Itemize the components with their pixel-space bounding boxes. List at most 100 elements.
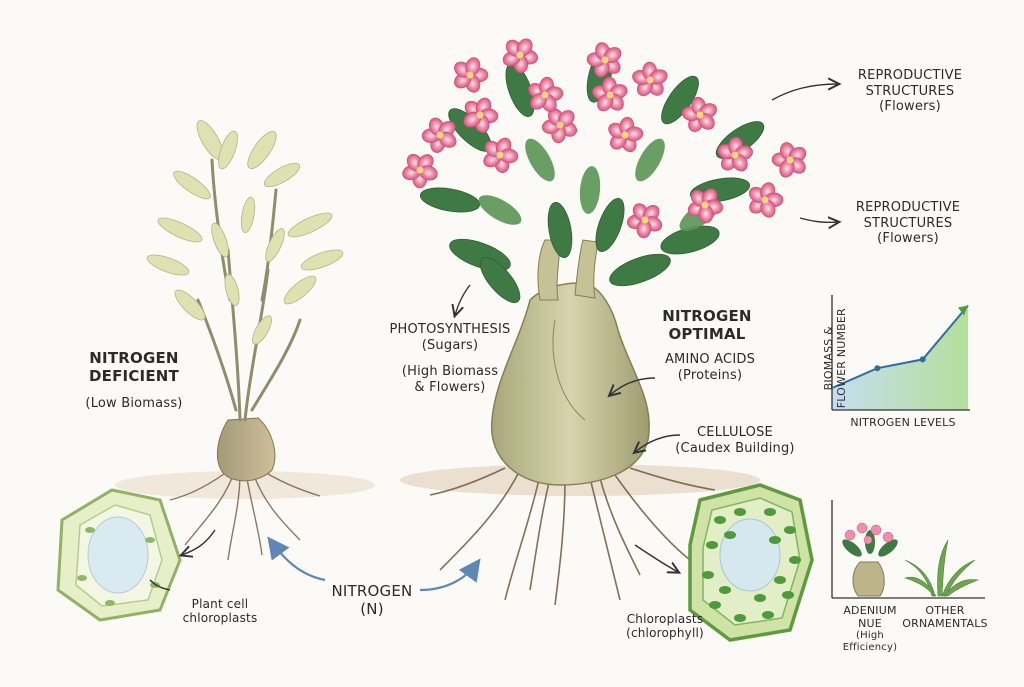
other-line1: OTHER <box>925 604 965 617</box>
high-biomass-label: (High Biomass & Flowers) <box>385 364 515 395</box>
plant-cell-label: Plant cell chloroplasts <box>170 597 270 626</box>
plant-cell-deficient <box>56 488 182 622</box>
cellulose-label: CELLULOSE (Caudex Building) <box>665 425 805 456</box>
reproductive-label-bottom: REPRODUCTIVE STRUCTURES (Flowers) <box>838 200 978 247</box>
annotation-arrows <box>149 84 838 591</box>
chart-arrowhead <box>958 305 968 316</box>
chloroplast <box>789 556 801 564</box>
chart-series-line <box>831 304 969 389</box>
flower <box>608 116 644 153</box>
chloroplast <box>706 541 718 549</box>
deficient-title-line1: NITROGEN <box>89 349 179 367</box>
chloroplast <box>709 601 721 609</box>
mini-ornamental-icon <box>903 539 980 597</box>
chloroplast <box>762 611 774 619</box>
repro1-line1: REPRODUCTIVE <box>857 68 963 83</box>
chart-y-label: BIOMASS & FLOWER NUMBER <box>822 303 848 413</box>
other-line2: ORNAMENTALS <box>902 617 988 631</box>
flower <box>771 142 807 178</box>
chloroplast <box>734 508 746 516</box>
comparison-panel <box>831 500 985 599</box>
nitrogen-title: NITROGEN <box>331 582 413 600</box>
chloroplast <box>769 536 781 544</box>
flower <box>483 137 519 174</box>
photosynthesis-sub: (Sugars) <box>421 337 479 353</box>
adenium-label: ADENIUM NUE (High Efficiency) <box>835 604 905 654</box>
deficient-note: (Low Biomass) <box>85 396 183 411</box>
flower <box>541 108 578 144</box>
chart-y-label-line1: BIOMASS & <box>821 326 835 391</box>
optimal-title-line1: NITROGEN <box>662 307 752 325</box>
chloroplast <box>764 508 776 516</box>
chloroplasts-label: Chloroplasts (chlorophyll) <box>615 612 715 641</box>
amino-acids-sub: (Proteins) <box>677 367 743 383</box>
chloroplast <box>734 614 746 622</box>
repro1-line2: STRUCTURES <box>865 83 955 99</box>
chart-x-label: NITROGEN LEVELS <box>850 416 956 429</box>
reproductive-label-top: REPRODUCTIVE STRUCTURES (Flowers) <box>840 68 980 115</box>
flower <box>502 38 538 74</box>
deficient-plant <box>115 120 375 561</box>
flower <box>421 117 457 153</box>
nitrogen-arrows <box>267 536 481 592</box>
mini-adenium-icon <box>842 522 898 597</box>
optimal-title-line2: OPTIMAL <box>668 325 746 343</box>
chart-area <box>832 305 968 410</box>
optimal-plant <box>400 38 807 606</box>
deficient-title: NITROGEN DEFICIENT <box>78 349 190 385</box>
chart-point <box>874 365 881 372</box>
cellulose-title: CELLULOSE <box>697 425 773 440</box>
other-ornamentals-label: OTHER ORNAMENTALS <box>900 604 990 630</box>
adenium-line2: NUE <box>858 617 882 631</box>
chloroplast <box>724 531 736 539</box>
high-biomass-line1: (High Biomass <box>401 364 499 379</box>
repro2-line2: STRUCTURES <box>863 215 953 231</box>
deficient-title-line2: DEFICIENT <box>89 367 179 385</box>
flower <box>748 182 784 218</box>
chloroplasts-line2: (chlorophyll) <box>626 626 704 641</box>
adenium-line3: (High Efficiency) <box>842 630 898 654</box>
amino-acids-label: AMINO ACIDS (Proteins) <box>655 352 765 383</box>
flower <box>454 57 489 93</box>
adenium-line1: ADENIUM <box>843 604 897 617</box>
chloroplasts <box>702 508 801 622</box>
flower <box>463 97 499 133</box>
repro2-line1: REPRODUCTIVE <box>855 200 961 215</box>
flower <box>632 61 668 97</box>
flower <box>626 203 663 239</box>
plant-cell-line1: Plant cell <box>191 597 249 611</box>
amino-acids-title: AMINO ACIDS <box>664 352 756 367</box>
chloroplast <box>754 594 766 602</box>
plant-cell-optimal <box>688 483 814 642</box>
flower <box>687 188 724 224</box>
optimal-title: NITROGEN OPTIMAL <box>651 307 763 343</box>
cellulose-sub: (Caudex Building) <box>675 440 795 456</box>
high-biomass-line2: & Flowers) <box>414 379 486 395</box>
chloroplast <box>782 591 794 599</box>
chloroplast <box>774 576 786 584</box>
chloroplast <box>784 526 796 534</box>
chloroplast <box>702 571 714 579</box>
adenium-flowers <box>402 38 807 239</box>
chart-point <box>919 356 926 363</box>
chloroplast <box>714 516 726 524</box>
repro2-line3: (Flowers) <box>877 231 939 247</box>
chart-y-label-line2: FLOWER NUMBER <box>835 308 848 409</box>
repro1-line3: (Flowers) <box>879 99 941 115</box>
plant-cell-line2: chloroplasts <box>182 611 258 626</box>
flower <box>681 96 717 132</box>
flower <box>528 76 564 113</box>
photosynthesis-label: PHOTOSYNTHESIS (Sugars) <box>375 322 525 353</box>
chloroplast <box>719 586 731 594</box>
flower <box>717 136 753 172</box>
flower <box>592 76 628 112</box>
photosynthesis-title: PHOTOSYNTHESIS <box>389 322 511 337</box>
chloroplasts-line1: Chloroplasts <box>626 612 704 626</box>
flower <box>586 42 622 78</box>
nitrogen-sub: (N) <box>360 600 384 618</box>
flower <box>402 153 438 189</box>
biomass-chart <box>831 295 970 411</box>
nitrogen-label: NITROGEN (N) <box>322 582 422 618</box>
